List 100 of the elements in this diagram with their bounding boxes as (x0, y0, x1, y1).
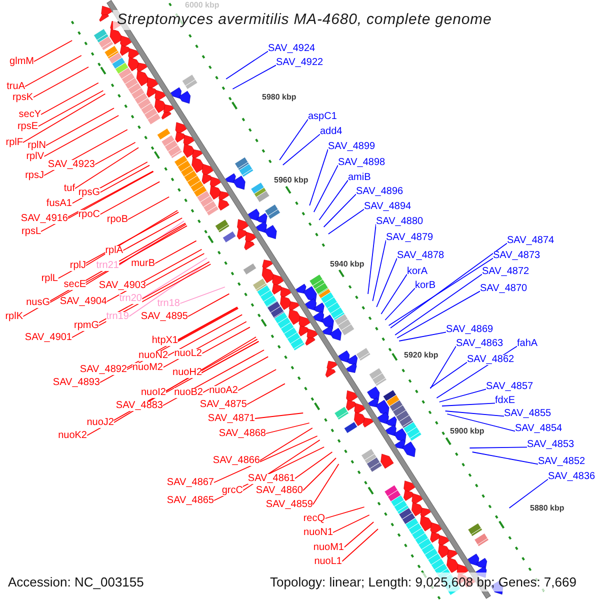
gene-label: SAV_4893 (52, 378, 100, 388)
leader-line (342, 528, 378, 562)
scale-label: 5980 kbp (262, 92, 296, 102)
gene-label: aspC1 (308, 112, 337, 122)
leader-line (32, 66, 89, 98)
gene-label: trn20 (119, 294, 142, 304)
gene-label: rplV (26, 152, 44, 162)
gene-label: rpoB (106, 215, 128, 225)
gene-label: nuoH2 (172, 368, 202, 378)
leader-line (154, 240, 197, 264)
gene-label: truA (6, 82, 25, 92)
leader-line (442, 402, 496, 406)
gene-label: amiB (348, 173, 371, 183)
leader-line (390, 242, 508, 328)
leader-line (384, 288, 416, 320)
leader-line (168, 314, 243, 356)
leader-line (22, 93, 106, 143)
leader-line (469, 446, 528, 448)
gene-label: recQ (303, 514, 325, 524)
gene-label: fdxE (495, 396, 516, 406)
scale-label: 6000 kbp (185, 0, 220, 10)
gene-label: SAV_4865 (166, 496, 214, 506)
gene-label: SAV_4866 (212, 456, 260, 466)
leader-line (180, 286, 226, 304)
gene-label: nuoJ2 (86, 418, 114, 428)
gene-label: nusG (26, 298, 50, 308)
leader-line (302, 458, 336, 491)
gene-label: SAV_4878 (397, 251, 444, 261)
gene-label: SAV_4871 (208, 414, 255, 424)
gene-label: SAV_4923 (48, 160, 95, 170)
leader-line (324, 506, 365, 519)
gene-label: fusA1 (46, 199, 72, 209)
gene-label: fahA (517, 339, 538, 349)
gene-label: trn18 (157, 299, 180, 309)
gene-label: SAV_4899 (328, 142, 376, 152)
gene-label: SAV_4873 (493, 251, 540, 261)
leader-line (380, 274, 408, 314)
gene-label: SAV_4872 (482, 267, 530, 277)
gene-label: SAV_4867 (166, 478, 214, 488)
leader-line (344, 522, 374, 548)
gene-label: rplN (28, 141, 46, 151)
gene-label: murB (131, 259, 155, 269)
gene-label: tuf (64, 184, 75, 194)
gene-label: secY (18, 110, 41, 120)
leader-line (94, 142, 136, 165)
gene-label: SAV_4859 (266, 500, 313, 510)
gene-label: rplA (105, 246, 123, 256)
footer-text: Accession: NC_003155 (8, 574, 144, 590)
gene-label: rpmG (74, 321, 99, 331)
leader-line (40, 170, 154, 232)
gene-label: rplK (5, 312, 23, 322)
leader-line (58, 212, 180, 279)
leader-line (323, 194, 356, 228)
leader-line (430, 346, 456, 389)
gene-label: trn19 (106, 312, 129, 322)
leader-line (72, 162, 148, 204)
gene-label: SAV_4880 (376, 217, 424, 227)
leader-line (146, 253, 205, 286)
gene-label: SAV_4892 (80, 365, 127, 375)
gene-label: rpsE (17, 122, 38, 132)
leader-line (128, 261, 210, 317)
leader-line (438, 388, 486, 402)
leader-line (279, 118, 308, 160)
leader-line (266, 422, 310, 434)
leader-line (444, 410, 504, 417)
gene-label: SAV_4855 (504, 409, 552, 419)
leader-line (68, 171, 154, 219)
gene-label: korB (415, 281, 436, 291)
leader-line (260, 428, 313, 461)
leader-line (232, 64, 276, 90)
leader-line (372, 240, 386, 302)
gene-label: nuoM2 (132, 363, 163, 373)
gene-label: rplJ (70, 261, 86, 271)
leader-line (396, 290, 480, 338)
leader-line (86, 224, 186, 285)
gene-label: SAV_4875 (200, 400, 247, 410)
leader-line (294, 452, 333, 479)
leader-line (376, 258, 398, 308)
leader-line (44, 115, 120, 157)
gene-label: glmM (10, 57, 34, 67)
leader-line (238, 369, 277, 391)
gene-label: secE (64, 280, 86, 290)
leader-line (202, 340, 260, 373)
gene-label: SAV_4870 (480, 284, 528, 294)
gene-label: SAV_4895 (140, 312, 188, 322)
gene-label: SAV_4862 (467, 355, 514, 365)
gene-label: nuoM1 (313, 543, 344, 553)
gene-label: SAV_4924 (268, 44, 316, 54)
gene-label: SAV_4894 (364, 202, 412, 212)
gene-label: SAV_4861 (248, 474, 295, 484)
leader-line (313, 164, 338, 212)
leader-line (226, 50, 268, 80)
gene-label: SAV_4853 (527, 440, 574, 450)
gene-label: SAV_4879 (386, 233, 434, 243)
leader-line (46, 108, 114, 146)
gene-label: SAV_4854 (515, 424, 562, 434)
leader-line (388, 258, 494, 326)
leader-line (398, 332, 446, 342)
leader-line (446, 414, 516, 432)
gene-label: trn21 (96, 261, 119, 271)
